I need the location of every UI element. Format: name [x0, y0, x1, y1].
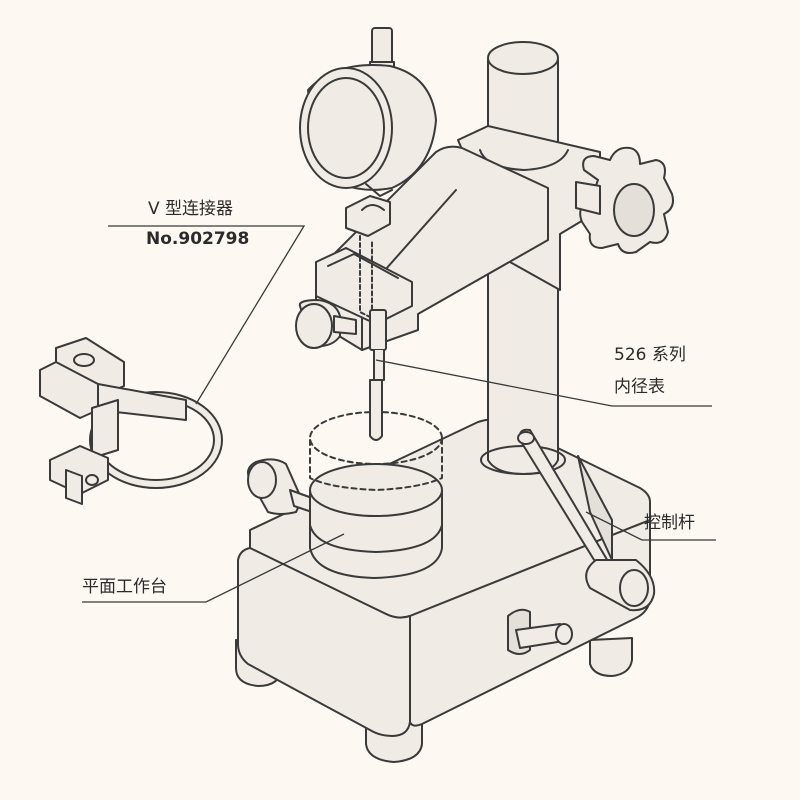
- control-lever: [517, 428, 656, 612]
- leader-control-lever: [585, 511, 716, 541]
- arm-lock-knob: [295, 299, 357, 349]
- bore-gauge-name: 内径表: [614, 377, 665, 397]
- v-connector-part-number: No.902798: [146, 229, 250, 249]
- base-crank: [515, 623, 573, 649]
- v-connector-name: V 型连接器: [148, 199, 234, 219]
- table-lock-knob: [247, 458, 313, 515]
- control-lever-label: 控制杆: [644, 513, 695, 533]
- leader-flat-table: [82, 533, 345, 603]
- leader-lines: [82, 225, 716, 603]
- bore-gauge-series: 526 系列: [614, 345, 686, 365]
- star-knob: [575, 146, 674, 254]
- leader-bore-gauge: [375, 359, 712, 407]
- flat-table-label: 平面工作台: [82, 577, 167, 597]
- arm-bracket: [315, 125, 601, 351]
- leader-v-connector: [108, 225, 306, 405]
- dial-indicator: [299, 27, 437, 441]
- v-connector-part: [39, 337, 223, 505]
